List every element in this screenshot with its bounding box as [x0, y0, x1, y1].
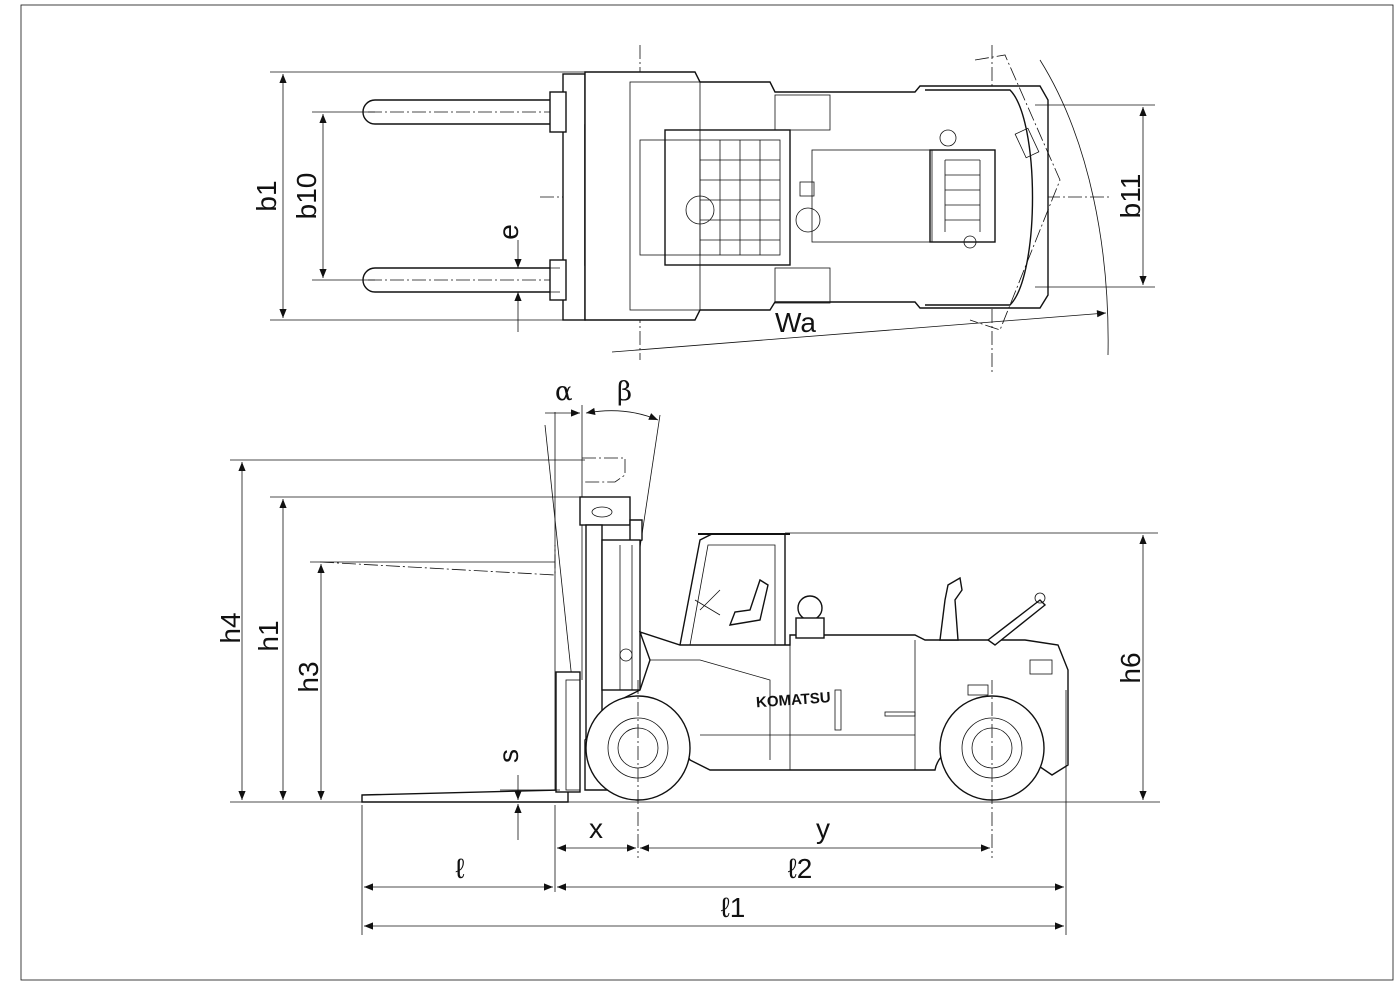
l2-label: ℓ2: [788, 853, 813, 884]
l1-label: ℓ1: [721, 892, 746, 923]
fork-side: [361, 789, 569, 803]
b11-label: b11: [1115, 174, 1146, 219]
x-label: x: [589, 813, 603, 844]
s-label: s: [493, 749, 524, 763]
side-view: α β: [215, 377, 1160, 935]
beta-label: β: [617, 377, 632, 407]
exhaust-pipe: [939, 576, 1047, 646]
alpha-label: α: [555, 377, 573, 407]
raised-carriage-outline: [582, 457, 626, 483]
b1-label: b1: [251, 180, 282, 211]
h6-label: h6: [1115, 652, 1146, 683]
operator-seat: [694, 578, 825, 639]
page-border: [20, 4, 1394, 981]
top-view: b1 b10 e b11 Wa: [251, 45, 1155, 375]
l-label: ℓ: [455, 853, 464, 884]
h1-label: h1: [253, 620, 284, 651]
raised-fork-outline: [319, 545, 556, 576]
truck-body-top: [584, 54, 1109, 356]
h3-label: h3: [293, 661, 324, 692]
overhead-guard: [679, 533, 790, 646]
h4-label: h4: [215, 612, 246, 643]
forks-top: [362, 99, 566, 293]
y-label: y: [816, 813, 830, 844]
wa-label: Wa: [775, 307, 816, 338]
b10-label: b10: [291, 173, 322, 220]
beta-arc: [585, 407, 659, 421]
e-label: e: [493, 224, 524, 240]
brand-logo: KOMATSU: [756, 689, 832, 711]
wa-dimension-line: [611, 310, 1107, 353]
